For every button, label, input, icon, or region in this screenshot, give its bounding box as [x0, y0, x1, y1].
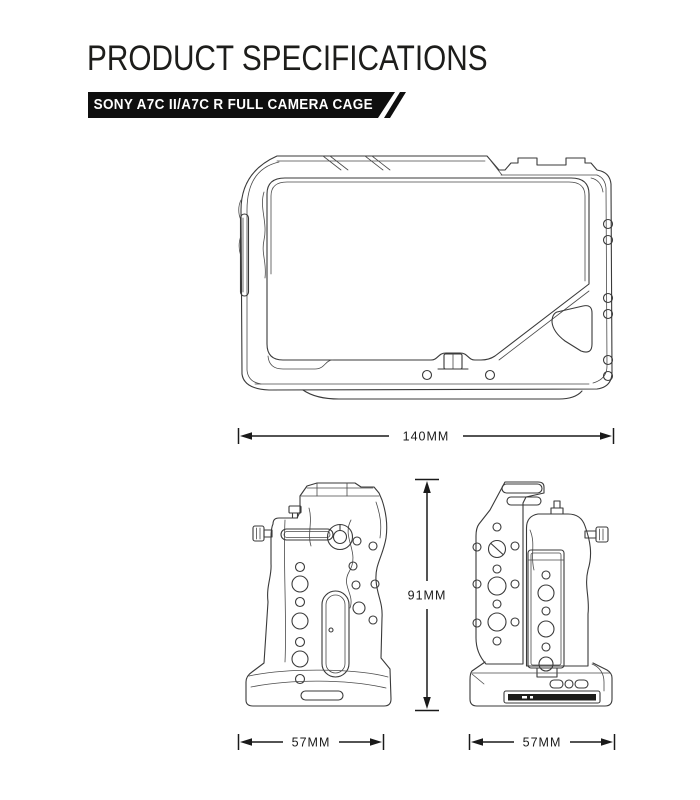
right-side-base — [469, 661, 613, 707]
front-view-drawing — [238, 155, 614, 400]
model-banner: SONY A7C II/A7C R FULL CAMERA CAGE — [88, 92, 395, 118]
cage-inner-contours — [238, 155, 608, 385]
dimension-width: 140MM — [237, 428, 615, 444]
left-side-slot — [280, 528, 334, 541]
model-banner-label: SONY A7C II/A7C R FULL CAMERA CAGE — [93, 97, 373, 113]
left-side-shoe-rail — [284, 482, 382, 663]
left-side-thumbscrew — [252, 525, 273, 542]
dimension-height: 91MM — [408, 478, 447, 712]
strap-slot — [239, 213, 250, 297]
left-side-dring-mount — [326, 523, 354, 551]
right-side-top-screw — [550, 500, 564, 515]
left-side-top-screw — [288, 505, 302, 519]
dimension-width-label: 140MM — [403, 430, 450, 444]
dimension-depth-left: 57MM — [237, 734, 385, 750]
dimension-depth-left-label: 57MM — [292, 736, 331, 750]
left-side-mounting-holes — [291, 536, 380, 685]
left-side-vertical-slot — [321, 590, 350, 678]
right-side-thumbscrew — [584, 526, 609, 543]
right-side-grip — [525, 513, 592, 667]
cage-outer-frame — [240, 155, 613, 391]
bottom-right-gusset — [498, 290, 593, 361]
right-side-front-rail — [475, 481, 545, 665]
side-rail-holes — [602, 218, 614, 382]
dimension-depth-right-label: 57MM — [523, 736, 562, 750]
dimension-depth-right: 57MM — [468, 734, 616, 750]
page-title: PRODUCT SPECIFICATIONS — [87, 39, 488, 78]
right-side-view-drawing — [469, 481, 613, 707]
base-plate — [254, 353, 590, 400]
left-side-base — [248, 669, 389, 701]
left-side-outline — [245, 482, 392, 707]
dimension-height-label: 91MM — [408, 589, 447, 603]
cage-opening — [266, 177, 590, 361]
right-side-panel — [527, 549, 565, 678]
right-side-mounting-holes — [472, 522, 520, 646]
left-side-view-drawing — [245, 482, 392, 707]
